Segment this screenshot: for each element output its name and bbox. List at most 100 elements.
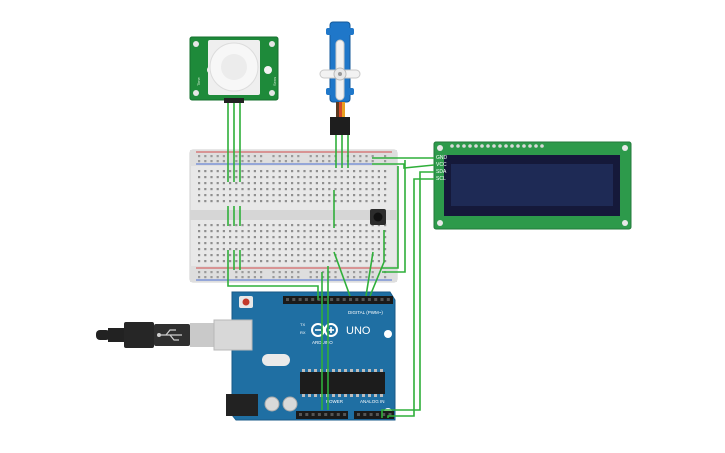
breadboard-hole [260,182,263,185]
breadboard-hole [260,200,263,203]
breadboard-hole [384,242,387,245]
breadboard-hole [241,188,244,191]
push-button[interactable] [370,209,386,225]
breadboard-hole [278,271,281,274]
breadboard-hole [322,254,325,257]
breadboard-hole [315,200,318,203]
breadboard-hole [247,230,250,233]
breadboard-hole [266,176,269,179]
servo-horn[interactable] [319,39,361,101]
lcd-header-pin [504,144,508,148]
breadboard-hole [241,194,244,197]
breadboard-hole [284,176,287,179]
breadboard-hole [377,182,380,185]
breadboard-hole [340,248,343,251]
breadboard-hole [210,155,213,158]
breadboard-hole [278,176,281,179]
breadboard-hole [303,236,306,239]
breadboard-hole [235,194,238,197]
breadboard-hole [284,155,287,158]
breadboard-hole [229,242,232,245]
breadboard-hole [309,194,312,197]
breadboard-hole [346,170,349,173]
breadboard-hole [204,200,207,203]
breadboard-hole [309,155,312,158]
breadboard-hole [253,224,256,227]
breadboard-hole [222,194,225,197]
servo-motor [319,21,361,135]
breadboard-hole [284,248,287,251]
capacitor [264,396,280,412]
chip-leg [368,394,371,397]
breadboard-hole [216,155,219,158]
chip-leg [368,369,371,372]
wire-lcd-scl [387,178,434,418]
sensitivity-potentiometer[interactable] [264,66,272,74]
breadboard-hole [216,248,219,251]
breadboard-hole [253,230,256,233]
breadboard-hole [198,160,201,163]
breadboard-hole [346,242,349,245]
chip-leg [314,369,317,372]
breadboard-hole [334,248,337,251]
breadboard-hole [253,254,256,257]
breadboard-hole [260,224,263,227]
breadboard-hole [284,254,287,257]
breadboard-hole [303,248,306,251]
reset-button[interactable] [239,296,253,308]
breadboard-hole [309,248,312,251]
breadboard-hole [340,242,343,245]
breadboard-hole [384,254,387,257]
wire-pir-to-arduino [227,270,319,300]
breadboard-hole [359,188,362,191]
breadboard-hole [278,242,281,245]
breadboard-hole [359,260,362,263]
breadboard-hole [315,242,318,245]
breadboard-hole [284,160,287,163]
breadboard-hole [309,182,312,185]
digital-header-label: DIGITAL (PWM~) [348,310,383,315]
breadboard-hole [328,176,331,179]
breadboard-hole [291,182,294,185]
breadboard-hole [322,236,325,239]
breadboard-hole [365,188,368,191]
breadboard-hole [346,176,349,179]
breadboard-hole [272,260,275,263]
breadboard-hole [198,242,201,245]
breadboard-hole [328,160,331,163]
rx-label: RX [300,330,306,335]
breadboard-hole [266,242,269,245]
breadboard-hole [235,160,238,163]
breadboard-hole [377,260,380,263]
breadboard-hole [198,271,201,274]
breadboard-hole [334,200,337,203]
breadboard-hole [216,260,219,263]
breadboard-hole [229,194,232,197]
breadboard-hole [322,160,325,163]
header-pin [367,298,371,301]
breadboard-hole [229,260,232,263]
breadboard-hole [384,188,387,191]
breadboard-hole [216,188,219,191]
breadboard-hole [328,254,331,257]
breadboard-hole [235,182,238,185]
breadboard-hole [328,194,331,197]
chip-leg [302,369,305,372]
breadboard-hole [359,182,362,185]
breadboard-hole [359,271,362,274]
breadboard-hole [346,276,349,279]
breadboard-hole [346,260,349,263]
breadboard-hole [328,200,331,203]
breadboard-hole [328,236,331,239]
breadboard-hole [334,260,337,263]
breadboard-hole [328,242,331,245]
breadboard-hole [371,242,374,245]
breadboard-hole [247,224,250,227]
breadboard-hole [346,182,349,185]
breadboard-hole [297,155,300,158]
breadboard-hole [359,276,362,279]
header-pin [323,298,327,301]
chip-leg [302,394,305,397]
breadboard-hole [297,182,300,185]
breadboard-hole [322,170,325,173]
